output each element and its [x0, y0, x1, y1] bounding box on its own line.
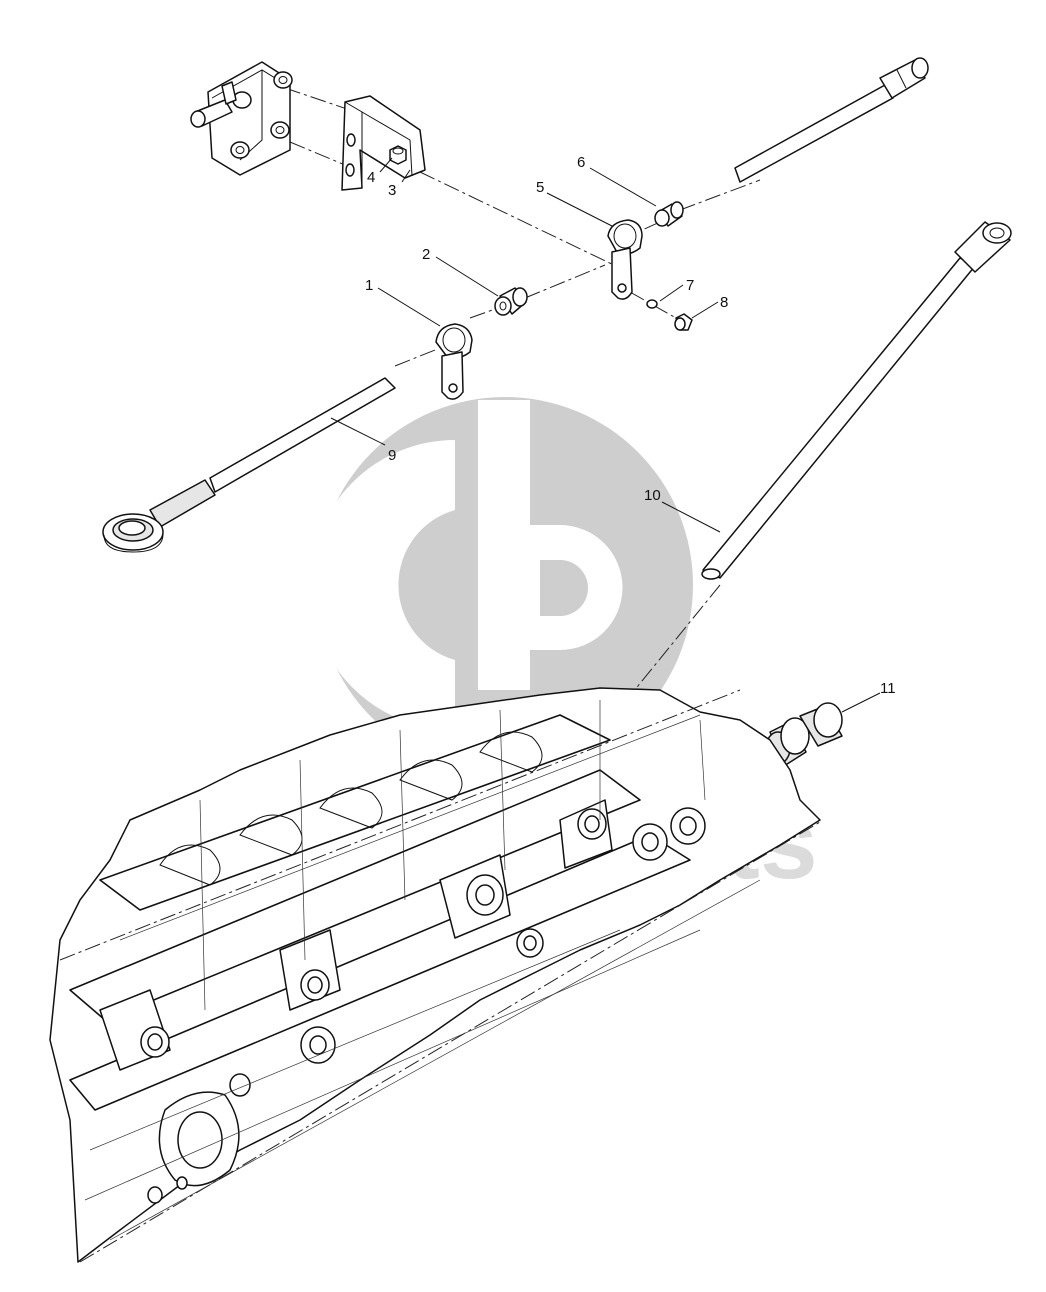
- part-3-bracket: [341, 95, 426, 191]
- callout-7: 7: [686, 277, 694, 294]
- callout-8: 8: [720, 294, 728, 311]
- part-10-tube: [701, 221, 1012, 580]
- callout-4: 4: [367, 169, 375, 186]
- part-2-grommet: [494, 287, 528, 316]
- part-9-tube: [102, 377, 396, 553]
- callout-2: 2: [422, 246, 430, 263]
- callout-3: 3: [388, 182, 396, 199]
- part-11-plugs: [765, 702, 843, 767]
- callout-9: 9: [388, 447, 396, 464]
- part-8-screw: [674, 313, 693, 331]
- cylinder-head: [49, 687, 821, 1263]
- upper-tube: [734, 57, 929, 183]
- callout-5: 5: [536, 179, 544, 196]
- callout-leaders: [330, 157, 881, 713]
- callout-1: 1: [365, 277, 373, 294]
- part-6-grommet: [654, 201, 684, 227]
- pump-block: [190, 61, 293, 176]
- callout-labels: 1 2 3 4 5 6 7 8 9 10 11: [365, 154, 896, 697]
- callout-6: 6: [577, 154, 585, 171]
- part-1-clamp: [435, 323, 473, 400]
- part-7-washer: [646, 299, 658, 309]
- callout-10: 10: [644, 487, 661, 504]
- part-4-nut: [389, 145, 407, 165]
- callout-11: 11: [880, 680, 896, 697]
- watermark-logo: [310, 397, 693, 773]
- part-5-clamp: [607, 219, 643, 300]
